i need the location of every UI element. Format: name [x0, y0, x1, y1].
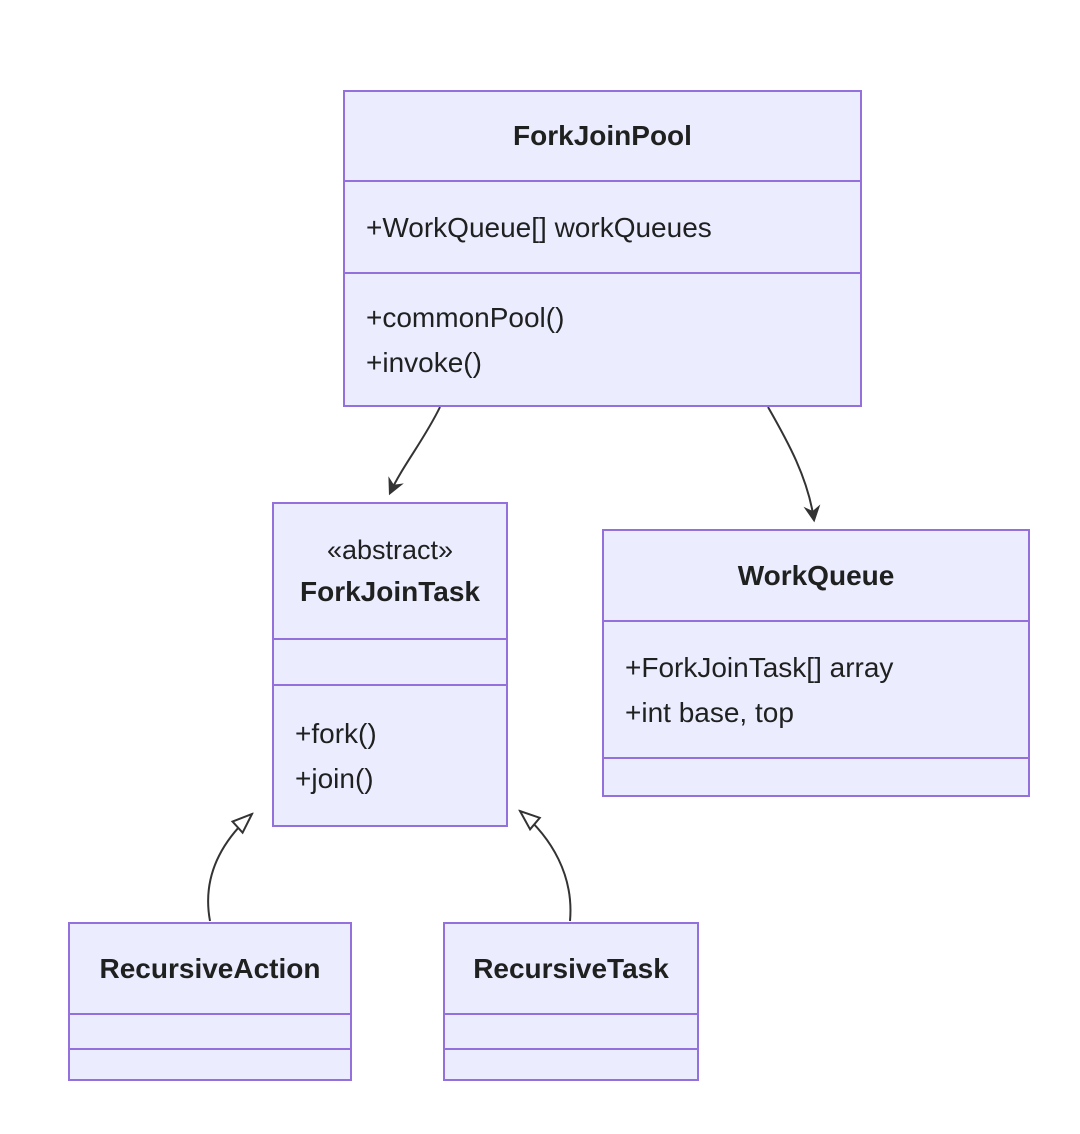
member-text: +join(): [295, 762, 374, 794]
class-title-section: RecursiveAction: [70, 924, 350, 1013]
class-methods-section: +commonPool() +invoke(): [345, 272, 860, 405]
class-name: RecursiveAction: [99, 952, 321, 984]
class-name: WorkQueue: [737, 559, 895, 591]
inheritance-arrow-recursiveaction-to-forkjointask: [207, 814, 252, 922]
member-text: +commonPool(): [366, 301, 565, 333]
member-text: +ForkJoinTask[] array: [625, 651, 894, 683]
member-text: +fork(): [295, 717, 377, 749]
class-attributes-section: [274, 638, 506, 684]
class-stereotype: «abstract»: [326, 535, 454, 565]
class-name: ForkJoinTask: [300, 576, 480, 607]
class-box-recursiveaction: RecursiveAction: [68, 922, 352, 1081]
class-title-section: ForkJoinPool: [345, 92, 860, 180]
class-title-section: RecursiveTask: [445, 924, 697, 1013]
association-arrow-forkjoinpool-to-forkjointask: [388, 406, 441, 496]
class-attributes-section: +WorkQueue[] workQueues: [345, 180, 860, 272]
class-methods-section: [604, 757, 1028, 795]
class-title-section: «abstract» ForkJoinTask: [274, 504, 506, 638]
class-attributes-section: [445, 1013, 697, 1048]
class-name: ForkJoinPool: [513, 120, 692, 151]
class-attributes-section: +ForkJoinTask[] array +int base, top: [604, 620, 1028, 757]
class-box-workqueue: WorkQueue +ForkJoinTask[] array +int base…: [602, 529, 1030, 797]
class-methods-section: [70, 1048, 350, 1079]
class-box-forkjoinpool: ForkJoinPool +WorkQueue[] workQueues +co…: [343, 90, 862, 407]
class-methods-section: [445, 1048, 697, 1079]
class-name: RecursiveTask: [473, 952, 669, 984]
class-methods-section: +fork() +join(): [274, 684, 506, 825]
member-text: +invoke(): [366, 346, 482, 378]
class-box-forkjointask: «abstract» ForkJoinTask +fork() +join(): [272, 502, 508, 827]
inheritance-arrow-recursivetask-to-forkjointask: [520, 811, 572, 922]
class-attributes-section: [70, 1013, 350, 1048]
member-text: +WorkQueue[] workQueues: [366, 211, 712, 243]
class-title-section: WorkQueue: [604, 531, 1028, 620]
member-text: +int base, top: [625, 696, 794, 728]
class-box-recursivetask: RecursiveTask: [443, 922, 699, 1081]
association-arrow-forkjoinpool-to-workqueue: [767, 406, 821, 523]
